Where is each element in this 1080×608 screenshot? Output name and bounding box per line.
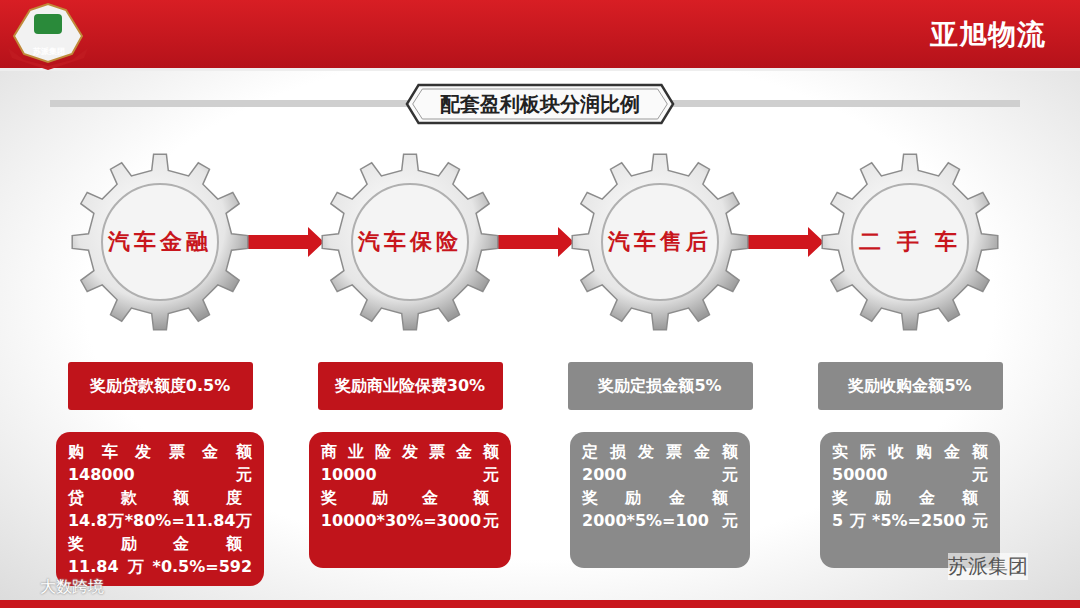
detail-line: 148000元 xyxy=(68,463,252,486)
detail-line: 10000元 xyxy=(321,463,499,486)
logo-text: 苏派集团 xyxy=(33,46,65,57)
reward-text: 奖励商业险保费30% xyxy=(335,376,485,397)
detail-box: 商业险发票金额10000元奖励金额10000*30%=3000元 xyxy=(309,432,511,568)
detail-line: 定损发票金额 xyxy=(582,440,738,463)
gear-node: 汽车金融 xyxy=(70,152,250,332)
flow-arrow xyxy=(496,227,574,257)
detail-line: 实际收购金额 xyxy=(832,440,988,463)
logo xyxy=(8,4,88,70)
reward-text: 奖励定损金额5% xyxy=(598,376,721,397)
reward-text: 奖励收购金额5% xyxy=(848,376,971,397)
gear-node: 汽车保险 xyxy=(320,152,500,332)
detail-line: 2000元 xyxy=(582,463,738,486)
detail-line: 50000元 xyxy=(832,463,988,486)
detail-line: 商业险发票金额 xyxy=(321,440,499,463)
gear-label: 汽车售后 xyxy=(570,227,750,257)
detail-line: 11.84万*0.5%=592 xyxy=(68,555,252,578)
detail-line: 贷款额度 xyxy=(68,486,252,509)
detail-line: 10000*30%=3000元 xyxy=(321,509,499,532)
gear-node: 汽车售后 xyxy=(570,152,750,332)
watermark: 大数跨境 xyxy=(40,577,104,598)
title-banner: 配套盈利板块分润比例 xyxy=(405,83,675,125)
detail-box: 实际收购金额50000元奖励金额5万*5%=2500元 xyxy=(820,432,1000,568)
flow-arrow xyxy=(746,227,824,257)
detail-line: 奖励金额 xyxy=(582,486,738,509)
gear-label: 汽车金融 xyxy=(70,227,250,257)
reward-box: 奖励贷款额度0.5% xyxy=(68,362,253,410)
arrow-shape xyxy=(746,227,824,257)
reward-box: 奖励商业险保费30% xyxy=(318,362,503,410)
reward-text: 奖励贷款额度0.5% xyxy=(90,376,230,397)
detail-line: 奖励金额 xyxy=(321,486,499,509)
detail-line: 14.8万*80%=11.84万 xyxy=(68,509,252,532)
gear-label: 二 手 车 xyxy=(820,227,1000,257)
detail-line: 奖励金额 xyxy=(832,486,988,509)
detail-box: 购车发票金额148000元贷款额度14.8万*80%=11.84万奖励金额11.… xyxy=(56,432,264,586)
reward-box: 奖励定损金额5% xyxy=(568,362,753,410)
gear-label: 汽车保险 xyxy=(320,227,500,257)
detail-line: 购车发票金额 xyxy=(68,440,252,463)
watermark: 苏派集团 xyxy=(948,553,1028,580)
detail-line: 奖励金额 xyxy=(68,532,252,555)
title: 配套盈利板块分润比例 xyxy=(440,91,640,118)
arrow-shape xyxy=(246,227,324,257)
flow-arrow xyxy=(246,227,324,257)
gear-node: 二 手 车 xyxy=(820,152,1000,332)
detail-box: 定损发票金额2000元奖励金额2000*5%=100元 xyxy=(570,432,750,568)
header-title: 亚旭物流 xyxy=(930,16,1046,54)
detail-line: 2000*5%=100元 xyxy=(582,509,738,532)
arrow-shape xyxy=(496,227,574,257)
detail-line: 5万*5%=2500元 xyxy=(832,509,988,532)
reward-box: 奖励收购金额5% xyxy=(818,362,1003,410)
